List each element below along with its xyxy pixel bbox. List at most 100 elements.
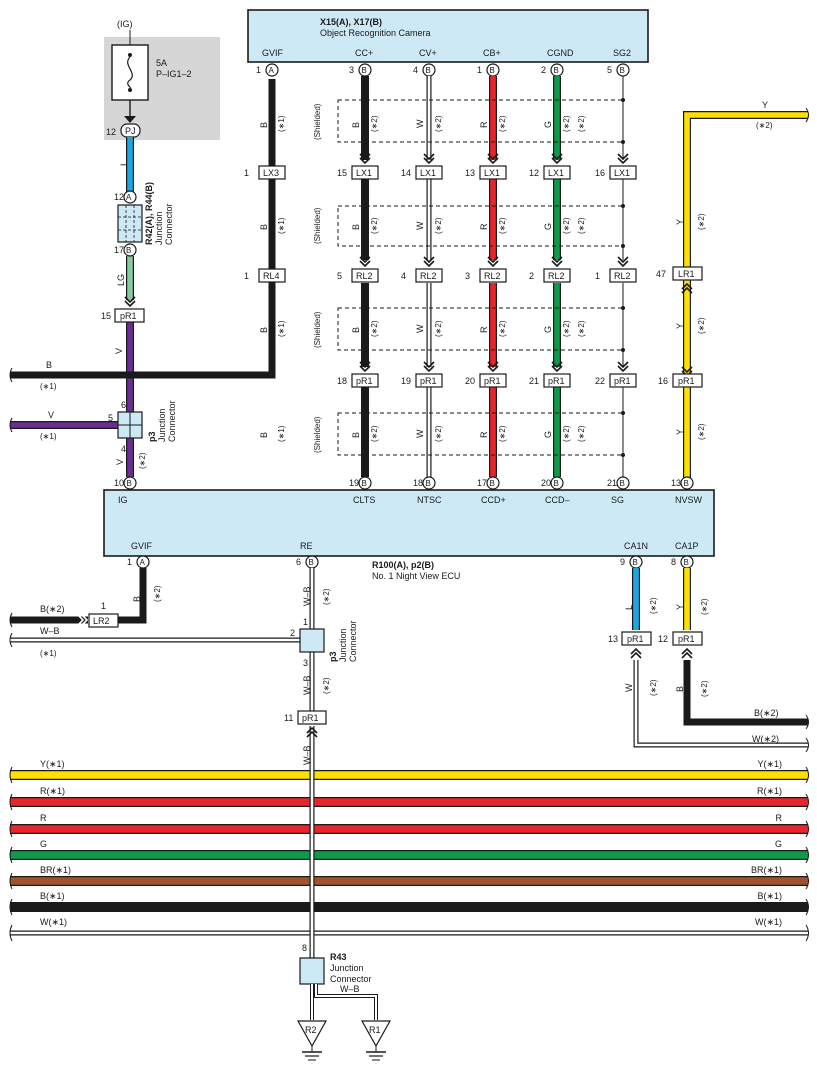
inline-box-label: RL2 [356, 271, 373, 281]
bus-label-left-2: R [40, 813, 47, 823]
ecu-bottom-pin-0: A1 [127, 555, 150, 569]
v-wire-left: V (∗1) [9, 410, 118, 441]
inline-box-num: 1 [595, 271, 600, 281]
inline-box-num: 18 [337, 376, 347, 386]
wire-label-signal-2: W [415, 429, 425, 438]
camera-subtitle: Object Recognition Camera [320, 28, 431, 38]
svg-text:W–B: W–B [302, 745, 312, 765]
svg-text:A: A [126, 193, 132, 202]
ecu-subtitle: No. 1 Night View ECU [372, 571, 460, 581]
ecu-top-pin-2-num: 18 [413, 478, 423, 488]
ecu-top-pin-3: B17 [477, 476, 500, 490]
svg-text:(∗2): (∗2) [322, 677, 331, 694]
inline-box-num: 21 [529, 376, 539, 386]
camera-pin-label-1: CC+ [355, 48, 373, 58]
bus-label-right-6: W(∗1) [755, 917, 782, 927]
svg-text:(∗2): (∗2) [153, 585, 162, 602]
wire-label-signal-2: W [415, 119, 425, 128]
inline-box-label: pR1 [420, 376, 437, 386]
svg-text:(∗2): (∗2) [697, 317, 706, 334]
svg-text:(∗2): (∗2) [322, 588, 331, 605]
wire-label-l: L [119, 161, 129, 166]
object-recognition-camera: X15(A), X17(B) Object Recognition Camera… [247, 9, 649, 77]
bus-label-right-4: BR(∗1) [751, 865, 782, 875]
wire-note-gvif: (∗1) [277, 115, 286, 132]
ecu-top-pin-5: B21 [607, 476, 630, 490]
bus-line-0: Y(∗1)Y(∗1) [9, 759, 809, 784]
shield-bracket-2: (Shielded) [313, 306, 625, 352]
ecu-top-pin-4-num: 20 [541, 478, 551, 488]
junction-connector-r42: A 12 B 17 R42(A), R44(B) Junction Connec… [114, 182, 174, 257]
inline-box-num: 16 [595, 168, 605, 178]
wire-label-signal-1: B [351, 122, 361, 128]
camera-pin-4-num: 2 [541, 65, 546, 75]
wire-label-signal-3: R [479, 223, 489, 230]
ground-r1: R1 [360, 1020, 392, 1061]
svg-text:LR1: LR1 [678, 269, 695, 279]
ecu-top-pin-0-num: 10 [114, 478, 124, 488]
wire-note-gvif: (∗1) [277, 425, 286, 442]
ecu-bottom-pin-label-1: RE [300, 541, 313, 551]
ecu-top-pin-6: B13 [671, 476, 694, 490]
ca1-wires: L (∗2) Y (∗2) pR1 13 pR1 12 W (∗2) B (∗2… [608, 568, 809, 753]
bus-line-6: W(∗1) W(∗1) [9, 917, 809, 942]
bus-label-left-4: BR(∗1) [40, 865, 71, 875]
svg-text:(∗2): (∗2) [756, 121, 773, 130]
shield-bracket-1: (Shielded) [313, 204, 625, 248]
inline-box-label: pR1 [548, 376, 565, 386]
bus-label-left-5: B(∗1) [40, 891, 65, 901]
svg-text:5: 5 [108, 413, 113, 423]
ecu-top-pin-label-6: NVSW [675, 495, 703, 505]
wire-note-signal-1: (∗2) [370, 115, 379, 132]
svg-text:B: B [132, 596, 142, 602]
ecu-top-pin-2-conn: B [426, 479, 431, 488]
ecu-bottom-pin-label-3: CA1P [675, 541, 699, 551]
camera-pin-0-conn: A [269, 66, 275, 75]
svg-text:pR1: pR1 [120, 311, 137, 321]
svg-text:(∗2): (∗2) [649, 597, 658, 614]
wire-note-sg: (∗2) [577, 320, 586, 337]
ecu-bottom-pin-3: B8 [671, 555, 694, 569]
shield-label: (Shielded) [313, 103, 322, 140]
ecu-top-pin-3-num: 17 [477, 478, 487, 488]
wire-label-wb-left: W–B [40, 626, 60, 636]
svg-text:Junction: Junction [154, 211, 164, 245]
svg-text:(∗2): (∗2) [700, 598, 709, 615]
ecu-top-pin-1-conn: B [362, 479, 367, 488]
camera-pin-1: B3 [349, 63, 372, 77]
camera-pin-0: A1 [256, 63, 279, 77]
camera-pin-2-num: 4 [413, 65, 418, 75]
camera-title: X15(A), X17(B) [320, 17, 382, 27]
shield-bracket-0: (Shielded) [313, 98, 625, 144]
ecu-top-pin-label-3: CCD+ [481, 495, 506, 505]
wire-note-signal-3: (∗2) [498, 115, 507, 132]
camera-pin-2-conn: B [426, 66, 431, 75]
wire-label-gvif: B [259, 327, 269, 333]
svg-text:12: 12 [658, 634, 668, 644]
bus-label-left-6: W(∗1) [40, 917, 67, 927]
inline-box-label: pR1 [484, 376, 501, 386]
ecu-top-pin-5-conn: B [620, 479, 625, 488]
inline-box-num: 2 [529, 271, 534, 281]
ecu-top-pin-4: B20 [541, 476, 564, 490]
camera-pin-3-num: 1 [477, 65, 482, 75]
inline-box-label: LX1 [548, 168, 564, 178]
svg-text:R1: R1 [369, 1025, 381, 1035]
inline-box-num: 13 [465, 168, 475, 178]
fuse-pin-conn: PJ [125, 126, 136, 136]
svg-text:1: 1 [101, 601, 106, 611]
svg-text:(∗1): (∗1) [40, 432, 57, 441]
inline-box-label: RL2 [548, 271, 565, 281]
svg-text:2: 2 [290, 628, 295, 638]
ecu-bottom-pin-0-num: 1 [127, 557, 132, 567]
ecu-bottom-pin-0-conn: A [140, 558, 146, 567]
left-chain-wires: L LG V V (∗2) [114, 137, 147, 477]
ecu-bottom-pin-2-num: 9 [620, 557, 625, 567]
wire-note-signal-1: (∗2) [370, 217, 379, 234]
